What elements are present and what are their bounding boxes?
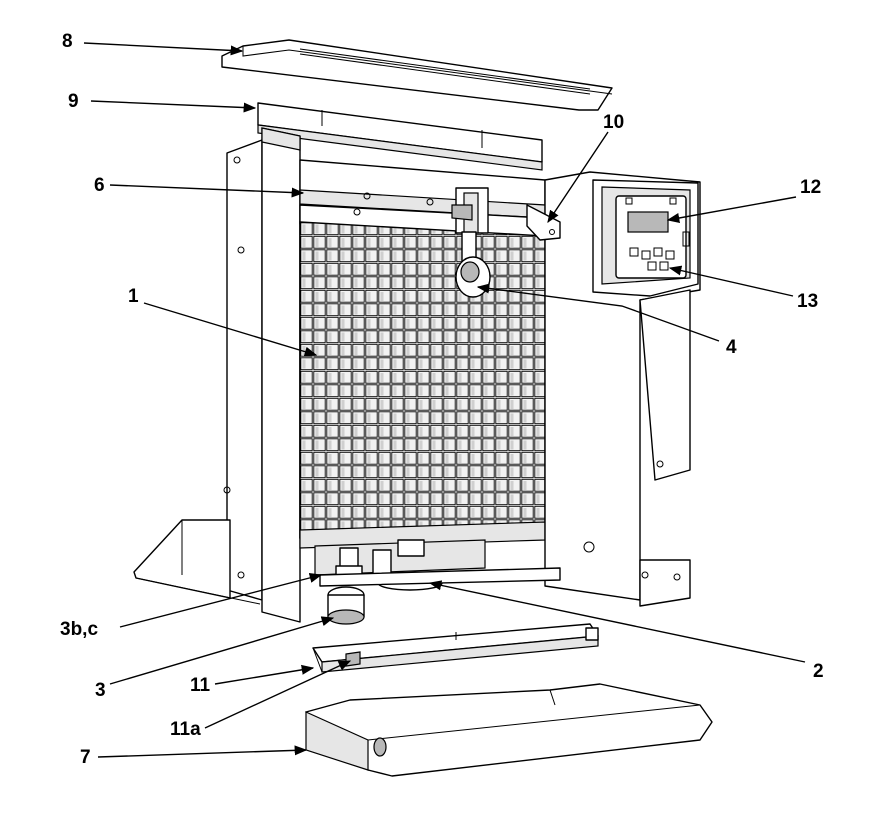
callout-11: 11 — [190, 675, 211, 696]
callout-11a: 11a — [170, 719, 201, 740]
leader-7 — [97, 745, 308, 758]
leader-6 — [109, 184, 305, 198]
left-base-tray — [133, 519, 261, 605]
callout-12: 12 — [800, 177, 821, 198]
pump-assembly-parts-2-3 — [314, 539, 561, 625]
top-panel-part-9 — [257, 102, 543, 171]
leader-2 — [428, 580, 806, 663]
leader-10 — [547, 131, 609, 224]
leader-12 — [666, 196, 797, 223]
leader-1 — [143, 302, 318, 357]
bottom-bin-part-7 — [305, 683, 713, 777]
callout-9: 9 — [68, 91, 79, 112]
leader-8 — [83, 42, 244, 56]
left-side-panel — [223, 127, 301, 623]
water-sensor-part-4 — [451, 187, 491, 298]
display-screen-part-12 — [627, 211, 669, 233]
callout-10: 10 — [603, 112, 624, 133]
callout-7: 7 — [80, 747, 91, 768]
callout-6: 6 — [94, 175, 105, 196]
top-cover-part-8 — [221, 39, 613, 111]
leader-11 — [214, 664, 315, 685]
callout-1: 1 — [128, 286, 139, 307]
leader-9 — [90, 100, 257, 113]
callout-4: 4 — [726, 337, 737, 358]
callout-3bc: 3b,c — [60, 619, 98, 640]
callout-3: 3 — [95, 680, 106, 701]
water-trough-part-11 — [312, 623, 599, 673]
leader-3bc — [119, 572, 323, 628]
leader-4 — [476, 283, 720, 342]
leader-lines — [83, 42, 806, 758]
leader-3 — [109, 616, 335, 685]
callout-labels: 8 9 10 6 12 1 13 4 3b,c 2 3 11 11a 7 — [60, 31, 824, 768]
callout-13: 13 — [797, 291, 818, 312]
leader-13 — [668, 265, 794, 297]
callout-8: 8 — [62, 31, 73, 52]
evaporator-grid-part-1 — [299, 221, 546, 549]
leader-11a — [204, 660, 352, 729]
trough-clip-part-11a — [345, 651, 361, 667]
control-box — [592, 179, 699, 297]
callout-2: 2 — [813, 661, 824, 682]
